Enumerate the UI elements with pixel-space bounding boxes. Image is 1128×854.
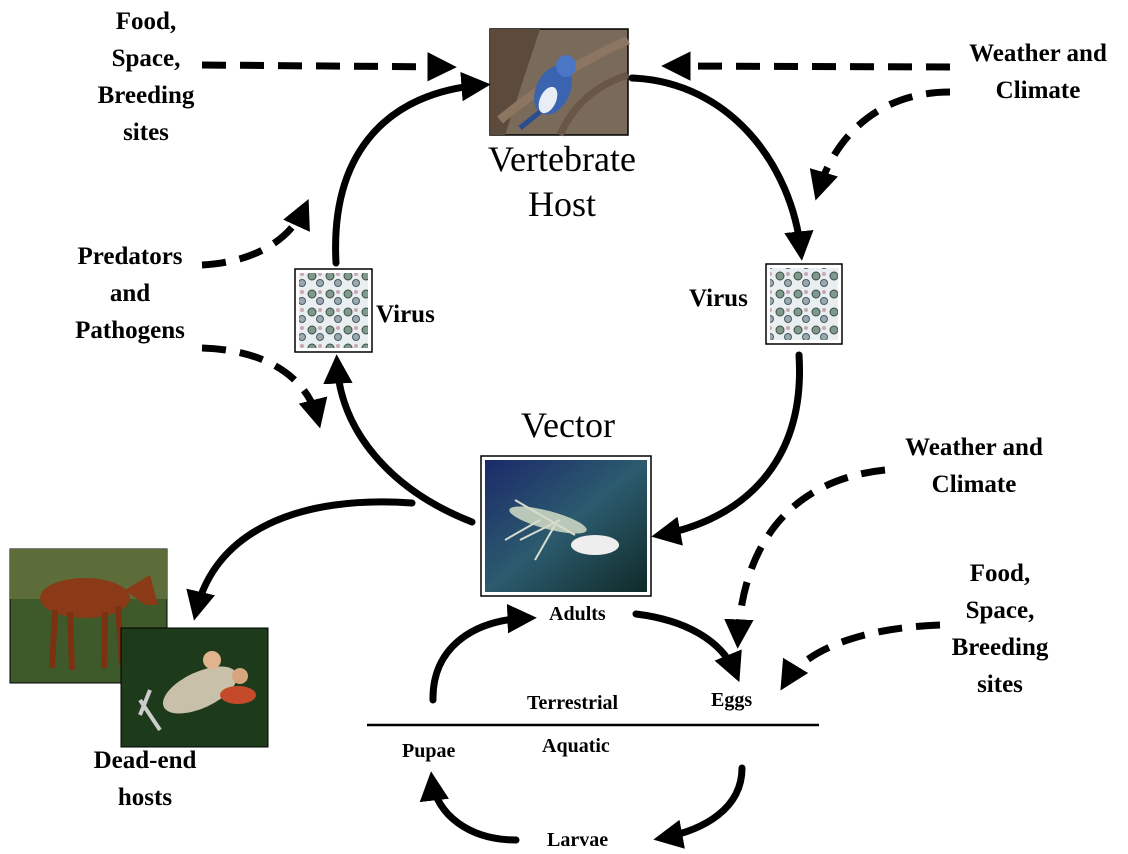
predators-line-1: Predators <box>77 243 183 270</box>
food-top-left-line-1: Food, <box>115 8 177 35</box>
arrow-virus-to-host <box>332 71 491 267</box>
arrow-adults-to-eggs <box>632 610 742 683</box>
terrestrial-label: Terrestrial <box>527 692 619 714</box>
food-top-left-line-2: Space, <box>111 45 181 72</box>
food-top-left-line-4: sites <box>123 119 169 146</box>
virus-micrograph-left <box>294 268 373 353</box>
virus-left-label: Virus <box>376 301 435 328</box>
blue-jay-photo <box>489 28 630 137</box>
factor-food-top-left: Food, Space, Breeding sites <box>76 3 216 151</box>
dashed-arrow-weather-to-virus <box>809 88 951 201</box>
dashed-arrow-predators-to-host-path <box>201 198 310 269</box>
horse-photo <box>9 548 168 684</box>
dashed-arrow-food-to-host <box>201 52 457 82</box>
arrow-host-to-virus <box>628 74 814 261</box>
factor-weather-mid-right: Weather and Climate <box>884 429 1064 503</box>
arrow-eggs-to-larvae <box>653 764 746 849</box>
arrow-virus-to-vector <box>651 351 803 546</box>
dashed-arrow-weather-to-host <box>661 51 951 81</box>
predators-line-3: Pathogens <box>75 317 185 344</box>
food-bottom-right-line-2: Space, <box>965 597 1035 624</box>
pupae-label: Pupae <box>402 740 456 762</box>
food-bottom-right-line-3: Breeding <box>951 634 1049 661</box>
virus-micrograph-right <box>765 263 843 345</box>
eggs-label: Eggs <box>711 689 753 711</box>
dead-end-hosts-line-2: hosts <box>117 784 173 811</box>
weather-mid-right-line-1: Weather and <box>905 434 1043 461</box>
weather-mid-right-line-2: Climate <box>931 471 1017 498</box>
food-top-left-line-3: Breeding <box>97 82 195 109</box>
virus-right-label: Virus <box>689 285 748 312</box>
vertebrate-host-label: Vertebrate Host <box>472 137 652 227</box>
dashed-arrow-predators-to-vector-path <box>201 344 328 429</box>
people-photo <box>120 627 269 748</box>
food-bottom-right-line-1: Food, <box>969 560 1031 587</box>
factor-food-bottom-right: Food, Space, Breeding sites <box>930 555 1070 703</box>
aquatic-label: Aquatic <box>542 735 610 757</box>
adults-label: Adults <box>549 603 606 625</box>
factor-weather-top-right: Weather and Climate <box>948 35 1128 109</box>
factor-predators: Predators and Pathogens <box>55 238 205 349</box>
arrow-larvae-to-pupae <box>419 771 520 844</box>
dead-end-hosts-line-1: Dead-end <box>93 747 197 774</box>
arrow-pupae-to-adults <box>429 604 537 704</box>
arrow-to-dead-end-hosts <box>186 498 416 621</box>
weather-top-right-line-2: Climate <box>995 77 1081 104</box>
dashed-arrow-weather-to-eggs <box>724 466 886 649</box>
mosquito-photo <box>480 455 652 597</box>
arrow-vector-to-virus <box>323 354 476 526</box>
dead-end-hosts-label: Dead-end hosts <box>70 742 220 816</box>
vertebrate-host-line-2: Host <box>527 184 596 224</box>
larvae-label: Larvae <box>547 829 609 851</box>
predators-line-2: and <box>109 280 151 307</box>
dashed-arrow-food-to-eggs <box>780 621 941 691</box>
weather-top-right-line-1: Weather and <box>969 40 1107 67</box>
vertebrate-host-line-1: Vertebrate <box>488 139 636 179</box>
vector-label: Vector <box>521 405 615 445</box>
food-bottom-right-line-4: sites <box>977 671 1023 698</box>
